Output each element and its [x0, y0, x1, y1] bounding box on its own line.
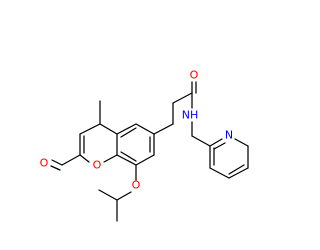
structure-diagram: O O O O NH N	[40, 69, 249, 222]
bond	[228, 167, 249, 179]
bond	[116, 123, 137, 135]
ring-oxygen-label: O	[93, 159, 102, 172]
bonds	[50, 81, 249, 222]
bond	[50, 165, 61, 171]
bond	[51, 159, 63, 166]
bond	[79, 154, 90, 163]
bond	[228, 164, 245, 175]
bond	[98, 189, 118, 201]
bond	[234, 138, 249, 147]
bond	[135, 154, 155, 166]
amide-nitrogen-label: NH	[182, 109, 199, 122]
bond	[61, 154, 81, 166]
bond	[172, 92, 193, 104]
bond	[120, 151, 137, 162]
bond	[209, 138, 223, 147]
bond	[116, 154, 137, 166]
bond	[135, 123, 155, 135]
bond	[209, 167, 230, 179]
bond	[116, 191, 132, 201]
amide-oxygen-label: O	[190, 69, 199, 82]
pyridine-nitrogen-label: N	[225, 129, 233, 142]
bond	[79, 123, 101, 135]
bond	[153, 123, 174, 135]
bond	[191, 135, 211, 147]
ether-oxygen-label: O	[132, 179, 141, 192]
carbonyl-oxygen-label: O	[40, 157, 49, 170]
bond	[99, 123, 118, 135]
bond	[213, 142, 226, 150]
bond	[103, 154, 118, 163]
atom-labels: O O O O NH N	[40, 69, 233, 192]
bond	[120, 127, 137, 138]
